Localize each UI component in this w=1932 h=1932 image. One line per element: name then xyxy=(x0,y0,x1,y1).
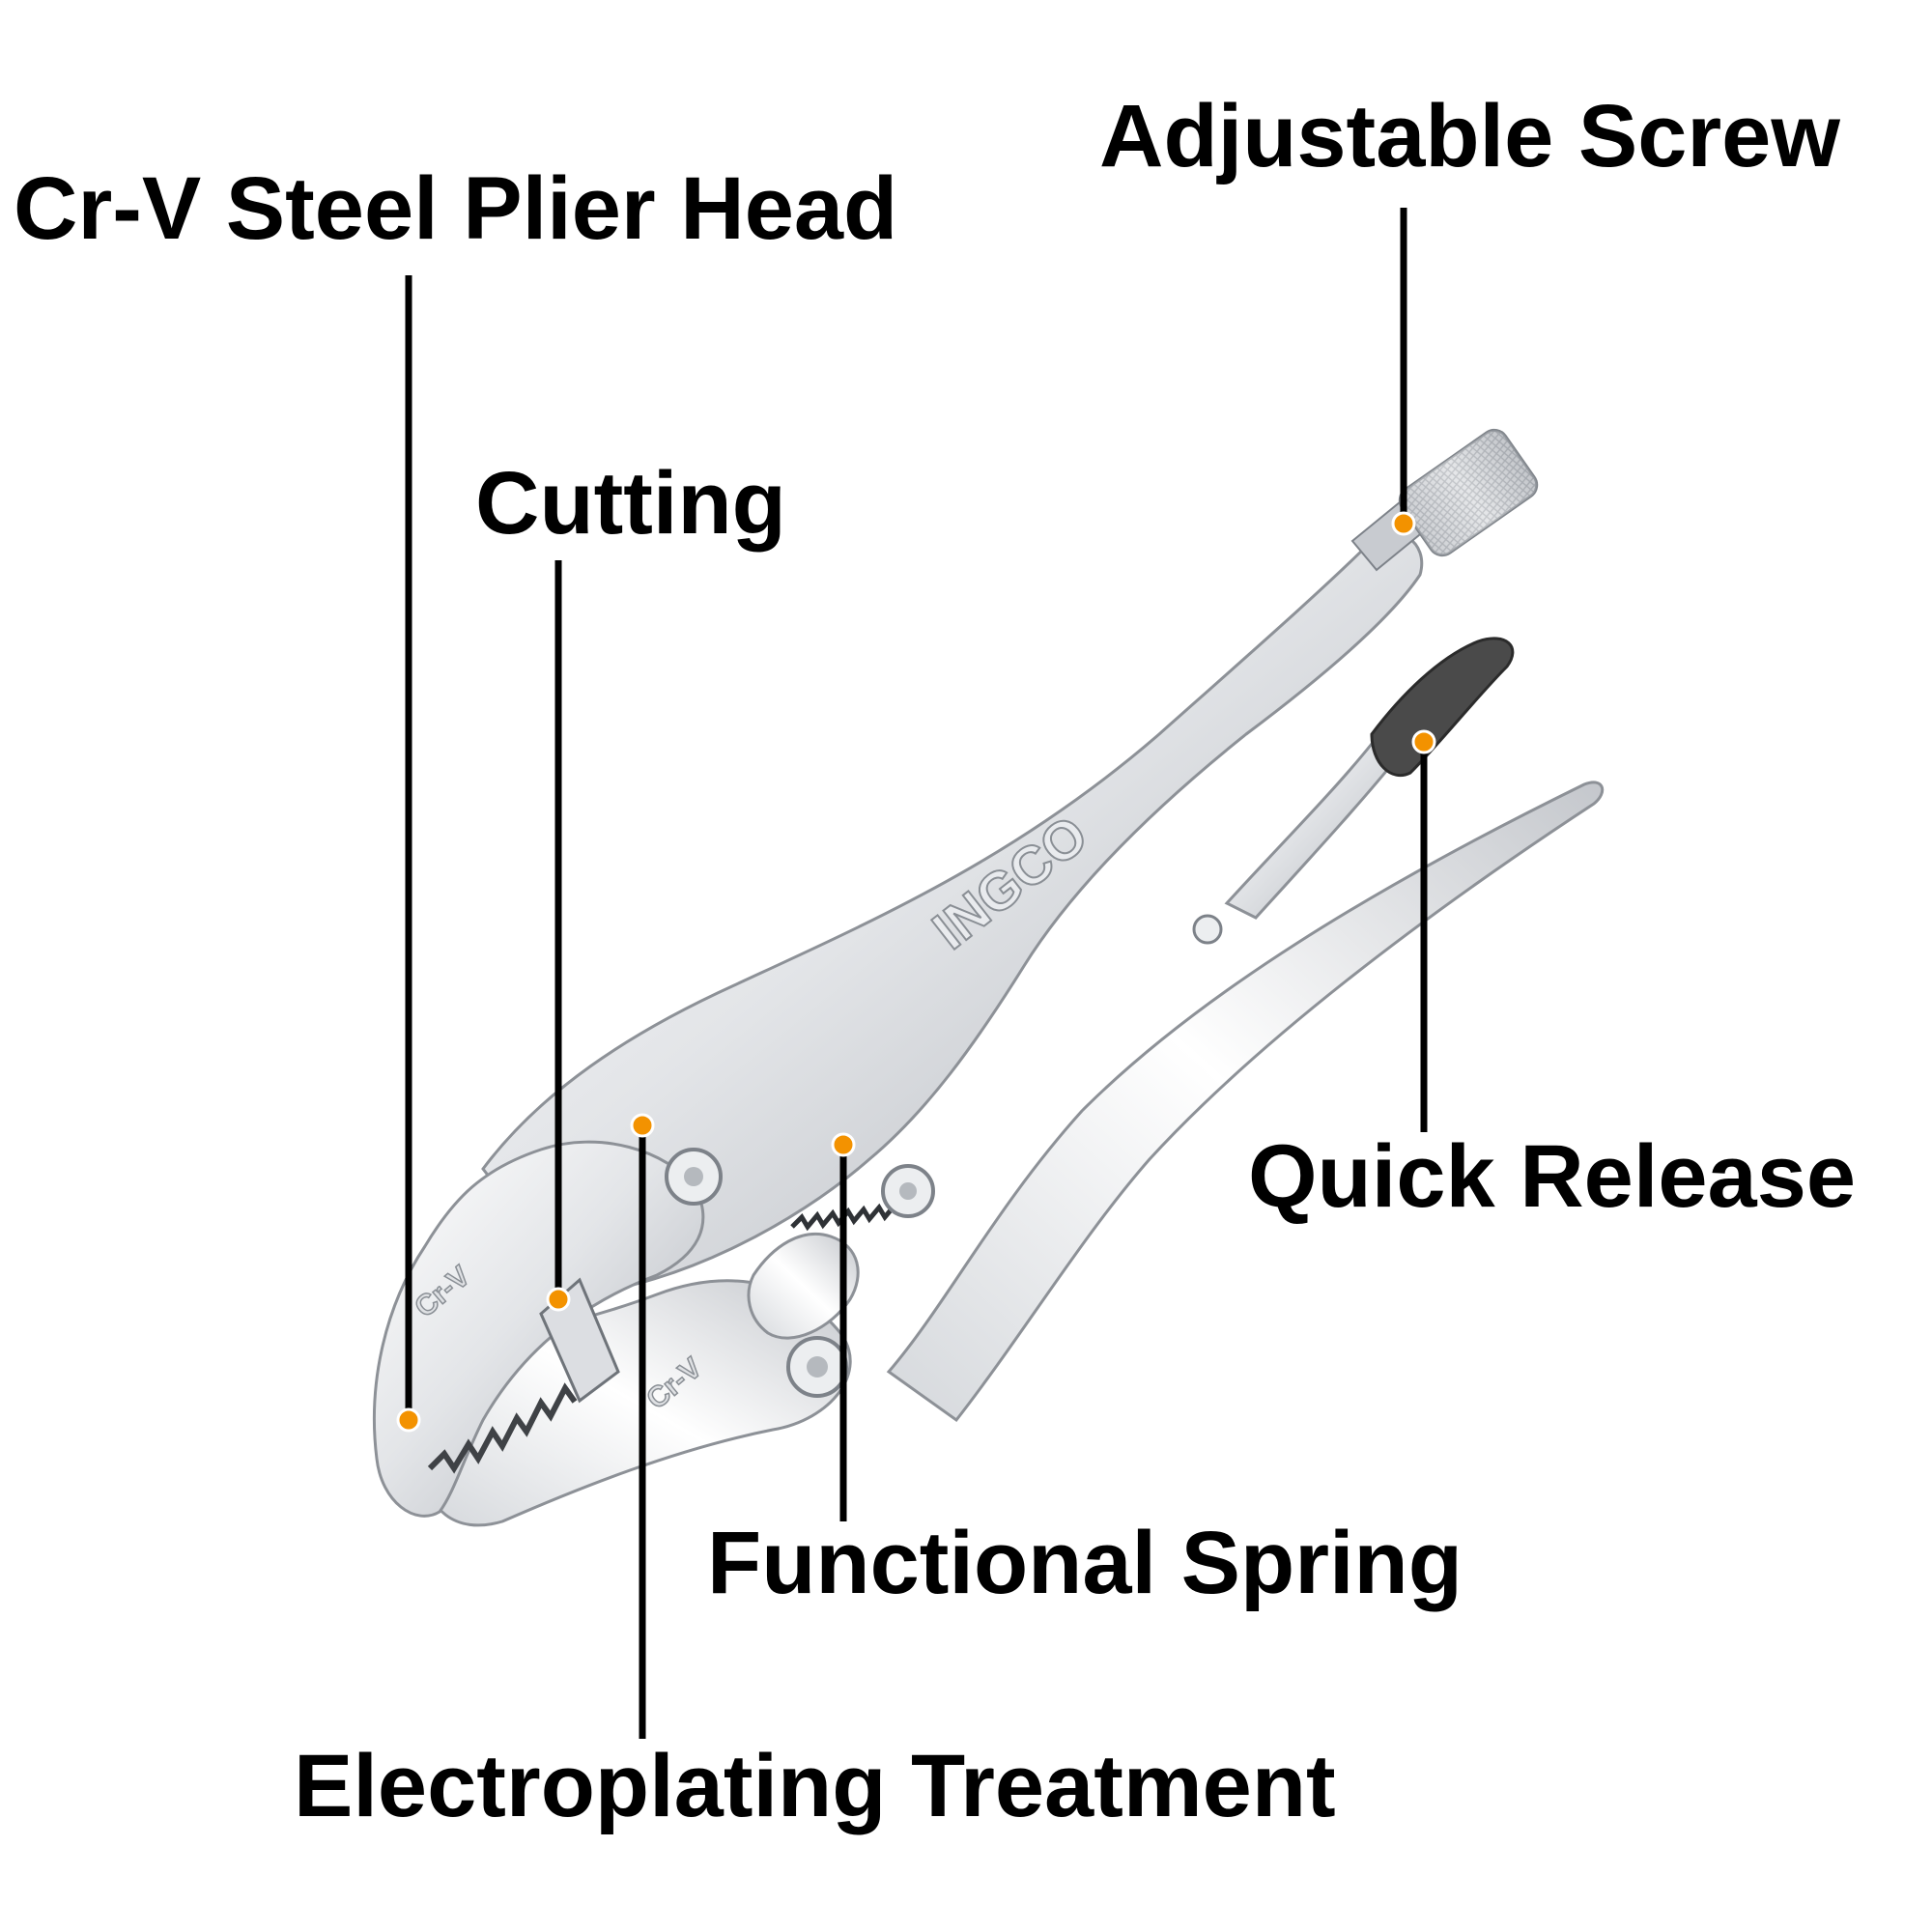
plier-head xyxy=(372,1140,705,1518)
jaw-teeth xyxy=(427,1382,578,1474)
marker-crv-head xyxy=(396,1407,421,1433)
marker-quick-release xyxy=(1411,729,1436,754)
label-cutting: Cutting xyxy=(475,454,786,553)
leader-lines xyxy=(405,208,1428,1739)
upper-handle xyxy=(481,531,1424,1296)
knurled-knob xyxy=(1398,428,1539,557)
quick-release-grip xyxy=(1370,637,1515,777)
lower-handle xyxy=(886,781,1605,1423)
label-crv-steel-plier-head: Cr-V Steel Plier Head xyxy=(14,159,898,258)
label-functional-spring: Functional Spring xyxy=(707,1514,1463,1612)
rivets xyxy=(665,914,1223,1398)
label-adjustable-screw: Adjustable Screw xyxy=(1099,87,1840,185)
label-quick-release: Quick Release xyxy=(1248,1127,1857,1226)
marker-electroplating xyxy=(630,1113,655,1138)
label-electroplating-treatment: Electroplating Treatment xyxy=(294,1737,1336,1835)
marker-dots xyxy=(396,511,1436,1433)
marker-functional-spring xyxy=(831,1132,856,1157)
marker-cutting xyxy=(546,1287,571,1312)
marker-adjustable-screw xyxy=(1391,511,1416,536)
link-plate xyxy=(747,1232,860,1340)
